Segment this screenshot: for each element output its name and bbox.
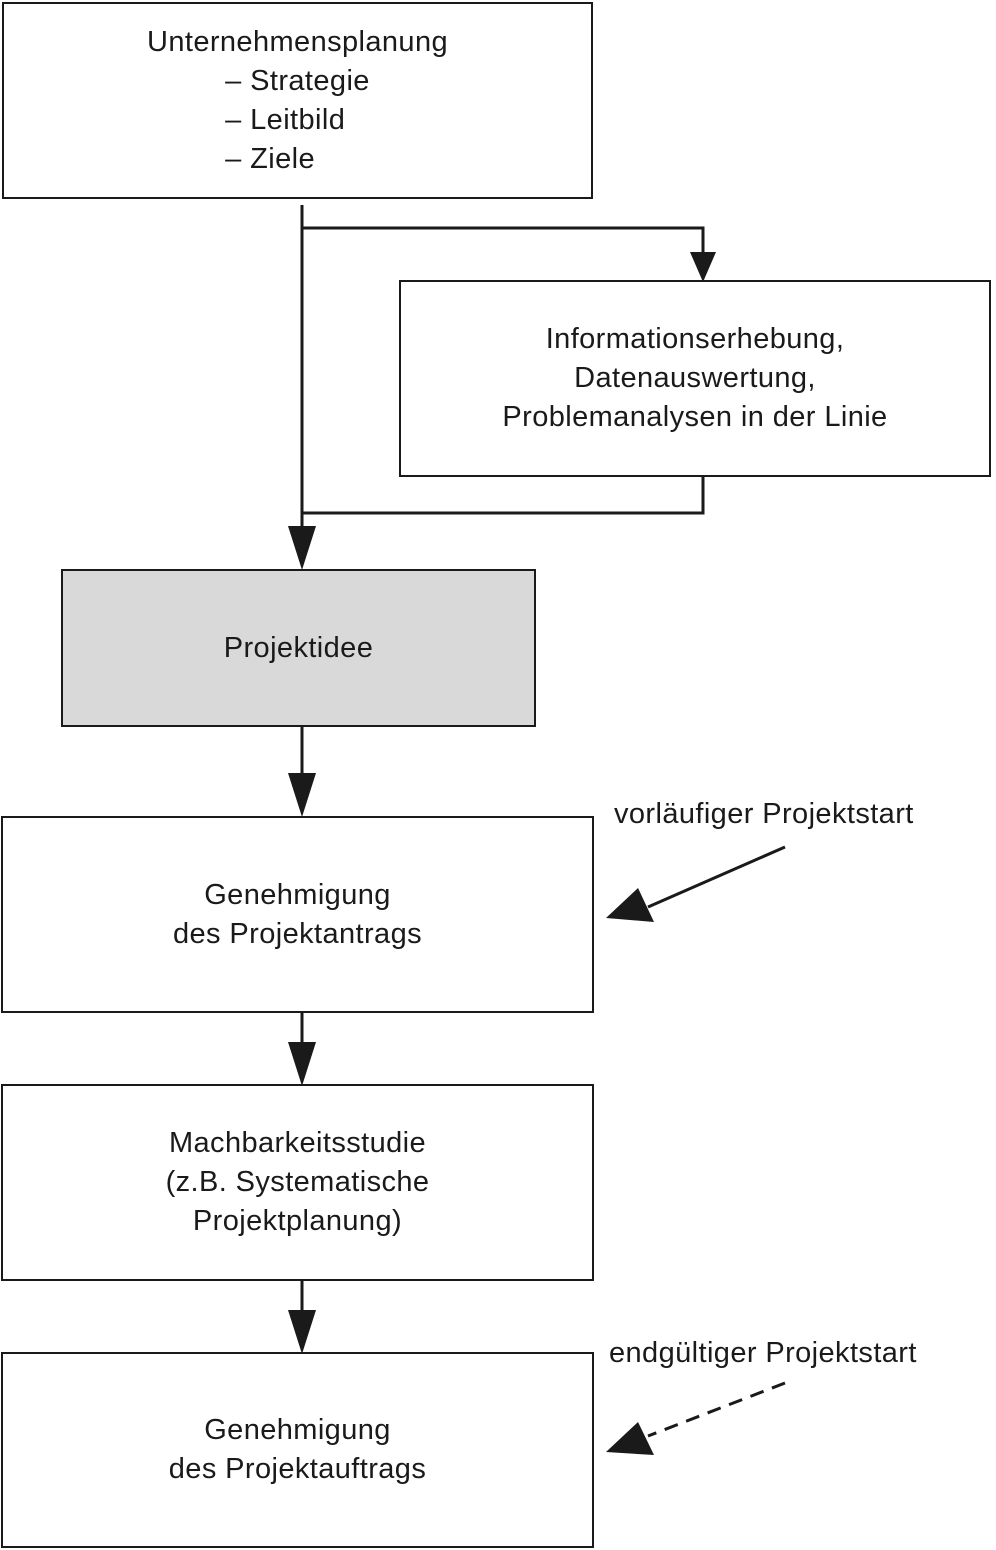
- approval-request-line-2: des Projektantrags: [173, 917, 422, 950]
- arrowhead-final-start: [606, 1422, 654, 1455]
- final-start-label: endgültiger Projektstart: [609, 1337, 917, 1369]
- arrowhead-approval-order: [288, 1310, 316, 1354]
- preliminary-start-label: vorläufiger Projektstart: [614, 798, 914, 830]
- planning-title: Unternehmensplanung: [146, 25, 449, 58]
- arrowhead-info: [690, 252, 716, 282]
- idea-box: Projektidee: [61, 569, 536, 727]
- feasibility-box: Machbarkeitsstudie (z.B. Systematische P…: [1, 1084, 594, 1281]
- approval-request-box: Genehmigung des Projektantrags: [1, 816, 594, 1013]
- feasibility-line-3: Projektplanung): [192, 1205, 403, 1237]
- approval-order-box: Genehmigung des Projektauftrags: [1, 1352, 594, 1548]
- arrowhead-feasibility: [288, 1042, 316, 1086]
- approval-order-line-2: des Projektauftrags: [168, 1453, 427, 1485]
- idea-label: Projektidee: [223, 631, 374, 664]
- arrowhead-approval-request: [288, 773, 316, 817]
- return-from-info-line: [302, 477, 705, 515]
- info-line-3: Problemanalysen in der Linie: [502, 401, 888, 433]
- approval-request-line-1: Genehmigung: [204, 878, 391, 911]
- preliminary-start-arrow-line: [647, 845, 786, 909]
- info-line-1: Informationserhebung,: [545, 323, 845, 355]
- feasibility-line-1: Machbarkeitsstudie: [168, 1127, 427, 1159]
- planning-item-ziele: – Ziele: [225, 142, 315, 175]
- planning-box: Unternehmensplanung – Strategie – Leitbi…: [2, 2, 593, 199]
- approval-order-line-1: Genehmigung: [204, 1414, 391, 1446]
- arrowhead-preliminary-start: [606, 888, 654, 922]
- branch-to-info-line: [302, 226, 705, 252]
- info-box: Informationserhebung, Datenauswertung, P…: [399, 280, 991, 477]
- feasibility-line-2: (z.B. Systematische: [165, 1166, 430, 1198]
- info-line-2: Datenauswertung,: [574, 362, 816, 394]
- planning-item-leitbild: – Leitbild: [225, 103, 346, 136]
- planning-item-strategie: – Strategie: [225, 64, 370, 97]
- arrowhead-idea: [288, 526, 316, 570]
- final-start-arrow-line: [647, 1381, 786, 1438]
